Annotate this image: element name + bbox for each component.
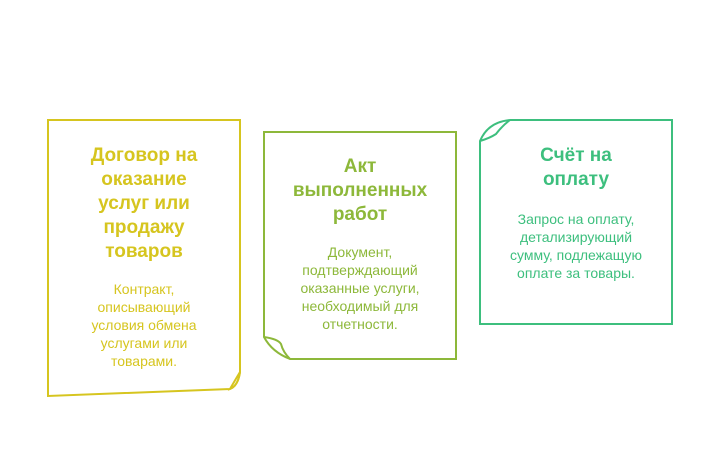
card-invoice: Счёт на оплату Запрос на оплату, детализ… — [492, 144, 660, 282]
card-contract-description: Контракт, описывающий условия обмена усл… — [91, 281, 197, 369]
card-invoice-description: Запрос на оплату, детализирующий сумму, … — [510, 211, 642, 281]
card-act-title: Акт выполненных работ — [292, 156, 428, 225]
card-act-description: Документ, подтверждающий оказанные услуг… — [300, 244, 420, 332]
card-act: Акт выполненных работ Документ, подтверж… — [276, 155, 444, 333]
card-contract: Договор на оказание услуг или продажу то… — [60, 144, 228, 370]
card-invoice-title: Счёт на оплату — [540, 145, 612, 190]
card-contract-title: Договор на оказание услуг или продажу то… — [90, 145, 198, 262]
